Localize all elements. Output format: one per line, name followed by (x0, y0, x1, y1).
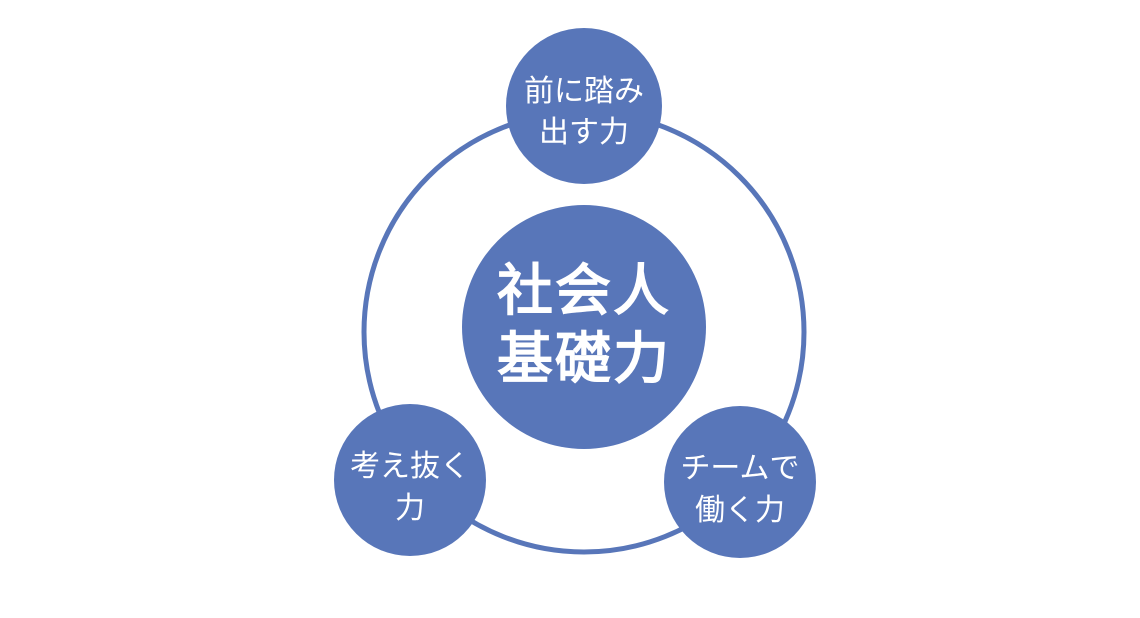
center-label-line1: 社会人 (497, 259, 671, 324)
top-circle (506, 28, 662, 184)
left-label-line2: 力 (395, 491, 425, 526)
left-label-line1: 考え抜く (350, 449, 470, 484)
right-label-line1: チームで (680, 451, 799, 486)
center-node: 社会人 基礎力 (462, 205, 706, 449)
top-node: 前に踏み 出す力 (506, 28, 662, 184)
top-label-line2: 出す力 (539, 115, 629, 150)
right-node: チームで 働く力 (664, 406, 816, 558)
right-label-line2: 働く力 (695, 493, 785, 528)
center-circle (462, 205, 706, 449)
left-circle (334, 404, 486, 556)
center-label-line2: 基礎力 (497, 327, 671, 392)
right-circle (664, 406, 816, 558)
top-label-line1: 前に踏み (524, 74, 644, 109)
left-node: 考え抜く 力 (334, 404, 486, 556)
